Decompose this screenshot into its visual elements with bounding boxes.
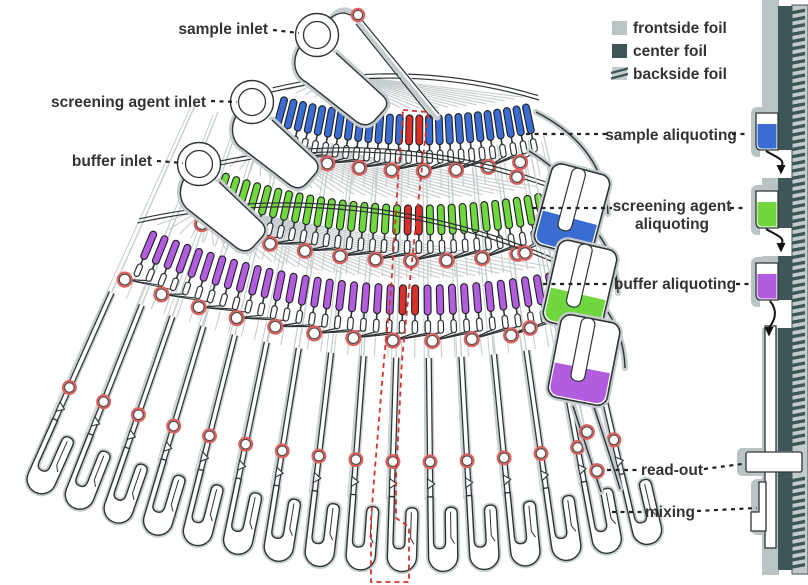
sample-inlet-port <box>291 12 391 129</box>
screening-agent-inlet-port <box>229 79 322 192</box>
xsection-buffer-chamber <box>755 262 779 301</box>
label-screening-agent-inlet: screening agent inlet <box>51 94 206 111</box>
label-sample-inlet: sample inlet <box>178 21 268 38</box>
leader-read-out-right <box>703 462 743 471</box>
xsection-screening-chamber <box>755 190 779 229</box>
label-read-out: read-out <box>641 462 703 479</box>
label-buffer-inlet: buffer inlet <box>72 153 152 170</box>
label-screening-aliquoting-1: screening agent <box>613 198 732 215</box>
center-foil-swatch <box>612 44 627 58</box>
legend-label-frontside: frontside foil <box>633 20 727 37</box>
label-mixing: mixing <box>645 504 695 521</box>
callout-labels: sample inlet screening agent inlet buffe… <box>51 21 758 521</box>
legend-label-center: center foil <box>633 43 707 60</box>
chip-schematic <box>24 7 665 583</box>
xsection-sample-chamber <box>755 112 779 151</box>
label-sample-aliquoting: sample aliquoting <box>605 127 737 144</box>
unit-cell-highlight <box>370 109 429 583</box>
buffer-inlet-port <box>176 141 269 255</box>
legend-label-backside: backside foil <box>633 66 727 83</box>
backside-foil-swatch <box>610 67 629 80</box>
foil-cross-section <box>737 0 808 575</box>
frontside-foil-swatch <box>612 21 627 35</box>
waste-reservoirs <box>509 109 628 501</box>
sample-waste-reservoir <box>531 160 613 260</box>
leader-mixing-right <box>696 506 758 513</box>
legend: frontside foil center foil backside foil <box>610 20 727 83</box>
mixing-channels-and-readout <box>24 290 665 575</box>
label-screening-aliquoting-2: aliquoting <box>635 216 709 233</box>
label-buffer-aliquoting: buffer aliquoting <box>614 276 736 293</box>
buffer-waste-reservoir <box>545 311 623 409</box>
